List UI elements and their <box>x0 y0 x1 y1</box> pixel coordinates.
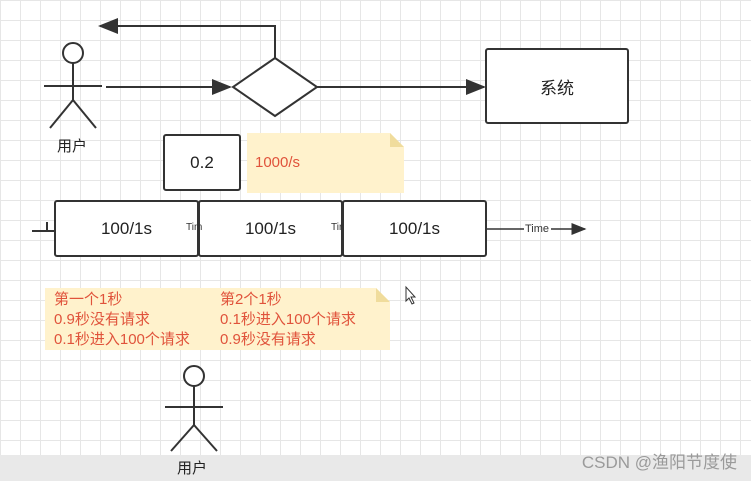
rate-box-value: 0.2 <box>190 152 214 172</box>
reject-return-arrow <box>98 18 276 58</box>
second-2-line2: 0.9秒没有请求 <box>220 331 316 348</box>
second-1-title: 第一个1秒 <box>54 291 123 308</box>
window-box-2: 100/1s <box>198 200 343 257</box>
user-actor-top <box>44 42 102 129</box>
window-box-3: 100/1s <box>342 200 487 257</box>
second-1-line1: 0.9秒没有请求 <box>54 311 150 328</box>
mouse-cursor-icon <box>405 285 417 305</box>
rate-box: 0.2 <box>163 134 241 191</box>
time-axis-label: Time <box>525 223 550 235</box>
gate-diamond <box>231 56 319 118</box>
window-box-1: 100/1s <box>54 200 199 257</box>
timeline-start-mark <box>32 222 48 232</box>
watermark: CSDN @渔阳节度使 <box>581 453 737 472</box>
time-tick-label-1: Tim <box>186 222 203 233</box>
window-label-1: 100/1s <box>100 218 153 238</box>
seconds-note-shape <box>45 288 390 350</box>
window-label-3: 100/1s <box>388 218 441 238</box>
system-box: 系统 <box>485 48 629 124</box>
actor-bottom-label: 用户 <box>177 460 208 477</box>
bottom-bar <box>0 455 751 481</box>
rate-note-shape <box>247 133 404 193</box>
window-label-2: 100/1s <box>244 218 297 238</box>
second-2-line1: 0.1秒进入100个请求 <box>220 311 356 328</box>
system-label: 系统 <box>540 78 574 98</box>
time-tick-label-2: Tir <box>331 222 343 233</box>
second-1-line2: 0.1秒进入100个请求 <box>54 331 190 348</box>
user-actor-bottom <box>165 365 223 452</box>
second-2-title: 第2个1秒 <box>220 291 282 308</box>
rate-note-text: 1000/s <box>255 154 301 171</box>
actor-top-label: 用户 <box>57 138 88 155</box>
